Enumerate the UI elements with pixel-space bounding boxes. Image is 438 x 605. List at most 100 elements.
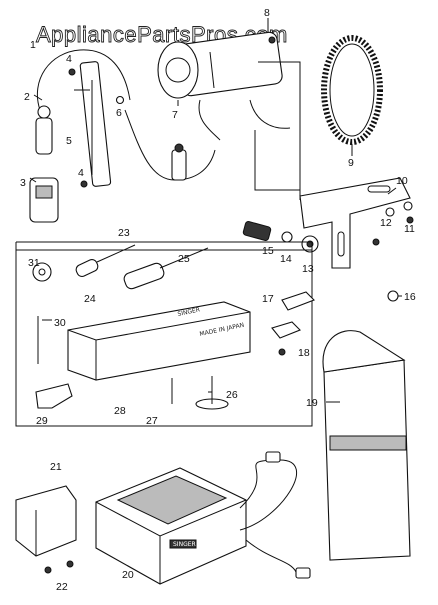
lamp-cord (36, 49, 131, 111)
motor-fan-ring (165, 57, 191, 83)
pedal-badge-plate (169, 539, 197, 549)
screwdriver-small-blade (96, 244, 136, 263)
washer-6 (115, 95, 125, 105)
callout-15: 15 (262, 245, 274, 257)
callout-28: 28 (114, 405, 126, 417)
motor-fan-end (157, 41, 199, 99)
bracket-slot-b (337, 231, 345, 257)
motor-assembly (157, 31, 291, 141)
washer-14 (281, 231, 293, 243)
bracket-slot-a (367, 185, 391, 193)
callout-10: 10 (396, 175, 408, 187)
callout-6: 6 (116, 107, 122, 119)
thread-guide-plate (271, 321, 301, 339)
screw-22b (66, 560, 74, 568)
pedal-cord (239, 459, 298, 531)
case-brand-text: SINGER (177, 306, 201, 318)
foot-controller: SINGER (95, 451, 311, 585)
mounting-bracket (15, 485, 77, 574)
screw-18 (278, 348, 286, 356)
callout-9: 9 (348, 157, 354, 169)
leader-lines (29, 18, 402, 403)
callout-26: 26 (226, 389, 238, 401)
bag-body (323, 359, 411, 561)
bobbin-31 (32, 262, 52, 282)
bracket-ref-line-2 (254, 130, 300, 191)
callout-19: 19 (306, 397, 318, 409)
washer-12b (403, 201, 413, 211)
lamp-socket (35, 117, 53, 155)
motor-band (209, 51, 215, 89)
callout-4b: 4 (78, 167, 84, 179)
callout-25: 25 (178, 253, 190, 265)
callout-12: 12 (380, 217, 392, 229)
callout-31: 31 (28, 257, 40, 269)
screw-4b (80, 180, 88, 188)
callout-30: 30 (54, 317, 66, 329)
bag-flap (322, 330, 406, 373)
callout-14: 14 (280, 253, 292, 265)
callout-29: 29 (36, 415, 48, 427)
callout-13: 13 (302, 263, 314, 275)
carrying-bag (322, 330, 411, 561)
bobbin-hub (38, 268, 46, 276)
callout-1: 1 (30, 39, 36, 51)
callout-21: 21 (50, 461, 62, 473)
accessory-box (15, 249, 313, 427)
motor-bracket-assembly (242, 61, 414, 269)
callout-7: 7 (172, 109, 178, 121)
thread-guide-parts (271, 290, 399, 356)
bracket-ref-line (258, 61, 301, 200)
thread-guide-17 (281, 291, 315, 311)
motor-lead-b (249, 99, 291, 129)
belt-inner (329, 43, 375, 137)
callout-22: 22 (56, 581, 68, 593)
callout-11: 11 (404, 223, 415, 235)
washer-12a (385, 207, 395, 217)
lamp-bulb (37, 105, 51, 119)
motor-bracket (299, 177, 411, 269)
connector (295, 567, 311, 579)
screw-11 (406, 216, 414, 224)
bracket-21 (15, 485, 77, 557)
callout-4a: 4 (66, 53, 72, 65)
callout-17: 17 (262, 293, 274, 305)
callouts: 1 2 3 4 4 5 6 7 8 9 10 11 12 13 14 15 16… (20, 7, 416, 593)
screw-22a (44, 566, 52, 574)
pedal-badge-text: SINGER (173, 541, 196, 548)
screwdriver-small-handle (75, 259, 99, 277)
motor-pulley (268, 36, 276, 44)
callout-27: 27 (146, 415, 158, 427)
terminal-block (171, 149, 187, 181)
lamp-bracket (79, 61, 112, 187)
screw-4a (68, 68, 76, 76)
screw-12 (372, 238, 380, 246)
set-screw-16 (387, 290, 399, 302)
pedal-tread (116, 475, 228, 525)
motor-cord (124, 109, 216, 181)
accessory-case (67, 301, 251, 381)
callout-5: 5 (66, 135, 72, 147)
connector-cord (245, 539, 297, 573)
callout-3: 3 (20, 177, 26, 189)
callout-16: 16 (404, 291, 416, 303)
belt-outer (321, 35, 383, 145)
switch-lever (35, 185, 53, 199)
cord-path (124, 109, 216, 181)
callout-24: 24 (84, 293, 96, 305)
lamp-assembly (29, 49, 131, 223)
screwdriver-large-blade (159, 247, 209, 269)
terminal-cap (174, 143, 184, 153)
watermark-text: AppliancePartsPros.com (36, 22, 288, 47)
screwdriver-large-handle (123, 262, 165, 290)
spring-15 (242, 221, 272, 241)
plug (265, 451, 281, 463)
accessory-group: SINGER MADE IN JAPAN (15, 241, 313, 427)
presser-foot-29 (35, 383, 73, 409)
callout-20: 20 (122, 569, 134, 581)
callout-8: 8 (264, 7, 270, 19)
callout-18: 18 (298, 347, 310, 359)
light-switch (29, 177, 59, 223)
